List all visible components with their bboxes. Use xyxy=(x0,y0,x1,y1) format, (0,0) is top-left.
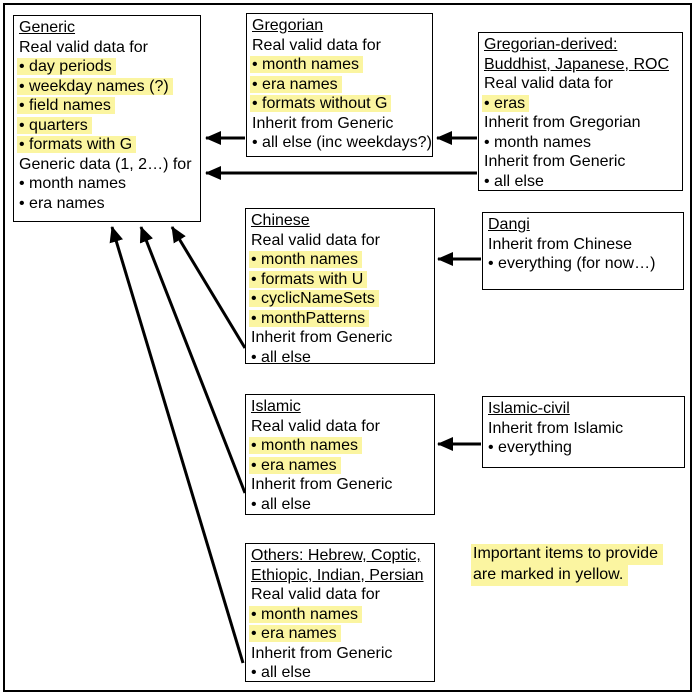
box-line: Inherit from Generic xyxy=(484,153,626,170)
box-line: • month names xyxy=(250,55,427,75)
box-title: Gregorian-derived: xyxy=(484,36,618,53)
box-line: • formats without G xyxy=(250,94,427,114)
box-others: Others: Hebrew, Coptic, Ethiopic, Indian… xyxy=(245,543,435,682)
box-generic: Generic Real valid data for • day period… xyxy=(13,15,201,222)
box-chinese: Chinese Real valid data for • month name… xyxy=(245,208,435,366)
box-line: • era names xyxy=(249,456,429,476)
box-title: Buddhist, Japanese, ROC xyxy=(484,55,669,73)
box-dangi: Dangi Inherit from Chinese • everything … xyxy=(482,212,684,290)
box-line: • formats with G xyxy=(17,135,195,155)
box-title: Ethiopic, Indian, Persian xyxy=(251,566,424,584)
box-line: • all else xyxy=(251,495,311,513)
box-line: Real valid data for xyxy=(251,231,380,249)
box-line: • month names xyxy=(249,436,429,456)
box-title: Gregorian xyxy=(252,17,324,34)
box-line: • month names xyxy=(249,250,429,270)
box-title: Chinese xyxy=(251,212,310,229)
box-title: Islamic-civil xyxy=(488,400,570,417)
box-line: • everything (for now…) xyxy=(488,255,656,272)
box-line: Inherit from Chinese xyxy=(488,235,633,253)
box-line: • era names xyxy=(249,624,429,644)
box-islamic: Islamic Real valid data for • month name… xyxy=(245,394,435,515)
box-line: Generic data (1, 2…) for xyxy=(19,155,192,173)
box-islamic-civil: Islamic-civil Inherit from Islamic • eve… xyxy=(482,396,685,468)
box-line: • era names xyxy=(250,75,427,95)
box-line: Real valid data for xyxy=(252,36,381,54)
box-gregorian: Gregorian Real valid data for • month na… xyxy=(246,13,433,157)
box-gregorian-derived: Gregorian-derived: Buddhist, Japanese, R… xyxy=(478,32,683,191)
box-title: Others: Hebrew, Coptic, xyxy=(251,547,421,564)
box-line: • all else (inc weekdays?) xyxy=(252,134,432,151)
box-line: • all else xyxy=(251,348,311,366)
box-line: • month names xyxy=(484,133,591,151)
box-line: • cyclicNameSets xyxy=(249,289,429,309)
box-line: Inherit from Generic xyxy=(251,476,393,493)
box-line: • eras xyxy=(482,94,677,114)
box-line: • all else xyxy=(484,172,544,190)
box-line: Real valid data for xyxy=(484,75,613,92)
box-line: • monthPatterns xyxy=(249,309,429,329)
note-important: Important items to provide are marked in… xyxy=(471,543,663,586)
box-line: • all else xyxy=(251,664,311,681)
box-title: Islamic xyxy=(251,398,301,415)
box-line: Inherit from Islamic xyxy=(488,419,624,437)
box-title: Dangi xyxy=(488,216,530,233)
box-line: • weekday names (?) xyxy=(17,77,195,97)
box-line: • era names xyxy=(19,194,105,212)
box-line: • month names xyxy=(249,605,429,625)
box-line: Inherit from Gregorian xyxy=(484,114,641,131)
box-line: • formats with U xyxy=(249,270,429,290)
outer-frame xyxy=(3,3,692,692)
box-line: Real valid data for xyxy=(251,586,380,603)
box-line: • month names xyxy=(19,175,126,192)
box-line: • field names xyxy=(17,96,195,116)
box-line: Inherit from Generic xyxy=(251,329,393,346)
box-line: Inherit from Generic xyxy=(252,114,394,132)
box-title: Generic xyxy=(19,19,76,36)
box-line: Real valid data for xyxy=(19,38,148,56)
box-line: • quarters xyxy=(17,116,195,136)
note-line: are marked in yellow. xyxy=(471,564,663,586)
box-line: • everything xyxy=(488,439,572,456)
box-line: Inherit from Generic xyxy=(251,644,393,662)
note-line: Important items to provide xyxy=(471,543,663,565)
box-line: • day periods xyxy=(17,57,195,77)
box-line: Real valid data for xyxy=(251,417,380,435)
